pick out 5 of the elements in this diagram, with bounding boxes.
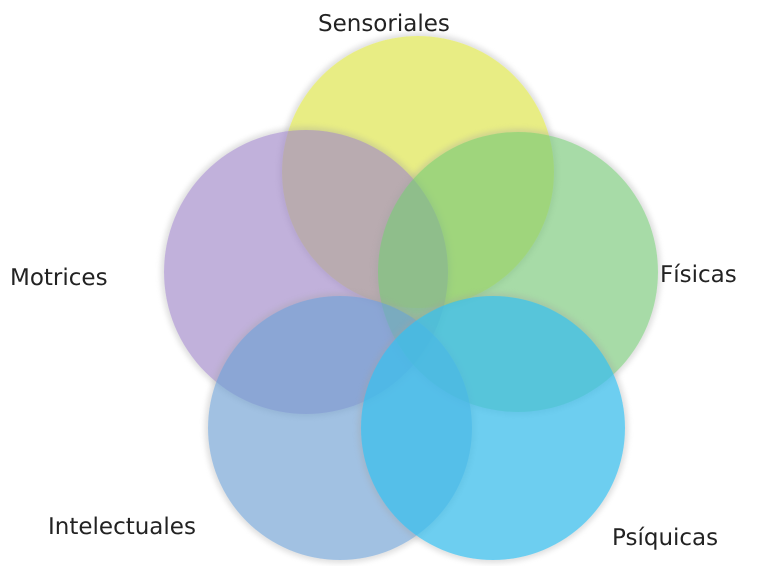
circle-label: Motrices <box>10 264 108 292</box>
circle-label: Físicas <box>660 261 737 289</box>
circle-label: Psíquicas <box>612 524 718 552</box>
circle-label: Intelectuales <box>48 513 196 541</box>
circle-label: Sensoriales <box>318 10 450 38</box>
